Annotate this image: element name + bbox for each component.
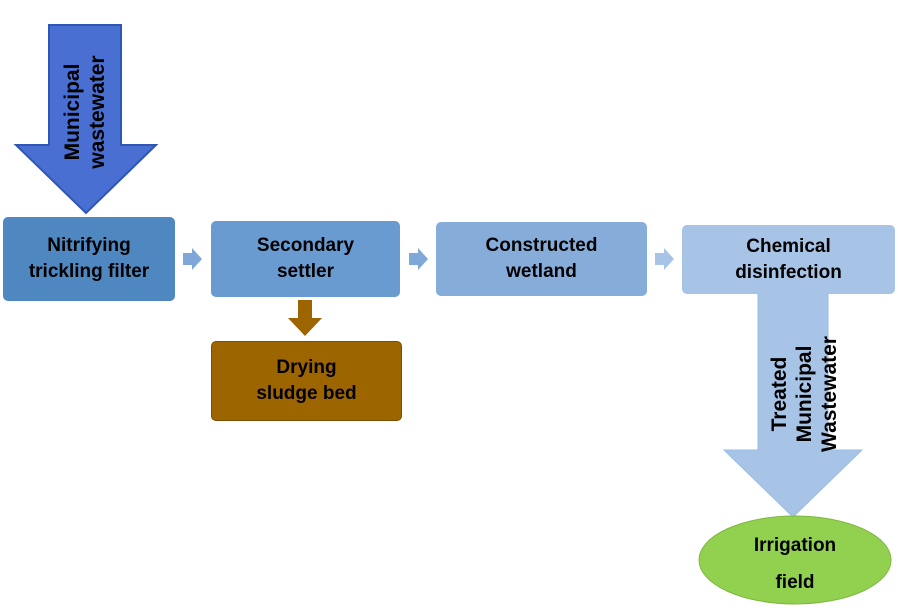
irrigation-field-label: Irrigation field <box>753 535 837 593</box>
box-label: Nitrifying trickling filter <box>28 235 150 282</box>
box-drying-sludge-bed: Drying sludge bed <box>211 341 402 421</box>
arrow-settler-to-wetland <box>409 248 428 270</box>
box-label: Constructed wetland <box>485 235 598 282</box>
arrow-filter-to-settler <box>183 248 202 270</box>
arrow-wetland-to-disinfection <box>655 248 674 270</box>
box-chemical-disinfection: Chemical disinfection <box>682 225 895 294</box>
box-constructed-wetland: Constructed wetland <box>436 222 647 296</box>
output-arrow-label: Treated Municipal Wastewater <box>768 336 841 452</box>
box-label: Chemical disinfection <box>735 235 842 283</box>
arrow-settler-to-sludge <box>288 300 322 336</box>
input-arrow <box>13 24 159 215</box>
box-nitrifying-trickling-filter: Nitrifying trickling filter <box>3 217 175 301</box>
input-arrow-label: Municipal wastewater <box>61 55 109 169</box>
irrigation-field-ellipse <box>698 515 892 605</box>
box-label: Drying sludge bed <box>256 357 357 404</box>
box-label: Secondary settler <box>256 235 355 282</box>
box-secondary-settler: Secondary settler <box>211 221 400 297</box>
output-arrow <box>722 292 864 518</box>
